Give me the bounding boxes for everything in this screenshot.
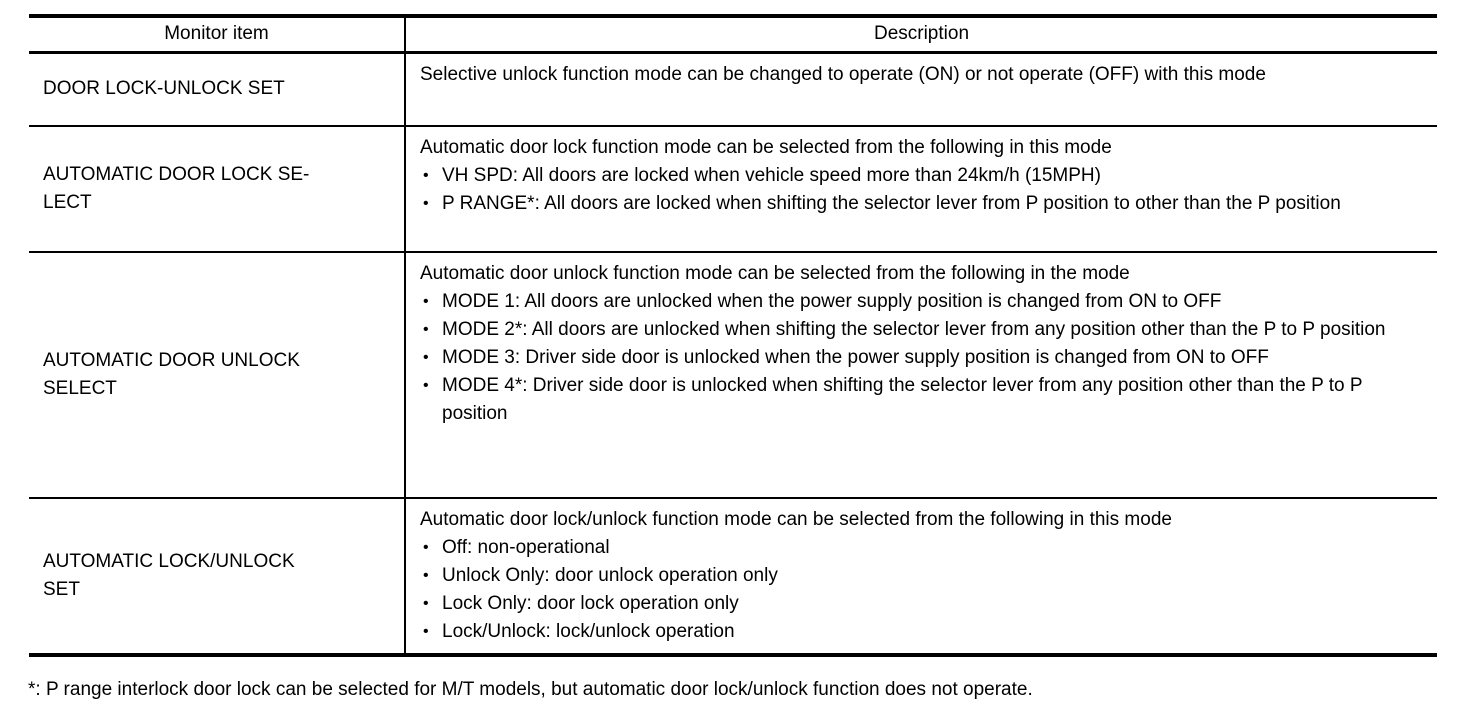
bullet-list: • VH SPD: All doors are locked when vehic… xyxy=(420,162,1425,218)
bullet-text: Lock/Unlock: lock/unlock operation xyxy=(442,621,735,642)
bullet-item: • Unlock Only: door unlock operation only xyxy=(420,562,1425,590)
header-description: Description xyxy=(405,16,1437,54)
bullet-item: • MODE 1: All doors are unlocked when the… xyxy=(420,288,1425,316)
description-cell: Selective unlock function mode can be ch… xyxy=(405,51,1437,126)
bullet-item: • P RANGE*: All doors are locked when shi… xyxy=(420,190,1425,218)
description-intro: Automatic door lock/unlock function mode… xyxy=(420,509,1172,530)
bullet-text: Lock Only: door lock operation only xyxy=(442,593,739,614)
table-body: DOOR LOCK-UNLOCK SET Selective unlock fu… xyxy=(29,51,1437,655)
table-row: AUTOMATIC DOOR LOCK SE- LECT Automatic d… xyxy=(29,125,1437,252)
bullet-list: • Off: non-operational • Unlock Only: door … xyxy=(420,534,1425,646)
bullet-item: • MODE 3: Driver side door is unlocked wh… xyxy=(420,344,1425,372)
bullet-icon: • xyxy=(423,349,429,366)
bullet-item: • MODE 2*: All doors are unlocked when sh… xyxy=(420,316,1425,344)
bullet-icon: • xyxy=(423,623,429,640)
bullet-text: P RANGE*: All doors are locked when shif… xyxy=(442,193,1341,214)
table-header: Monitor item Description xyxy=(29,16,1437,54)
bullet-text: MODE 2*: All doors are unlocked when shi… xyxy=(442,319,1386,340)
monitor-items-table: Monitor item Description DOOR LOCK-UNLOC… xyxy=(29,14,1437,657)
bullet-item: • Lock Only: door lock operation only xyxy=(420,590,1425,618)
header-monitor-item: Monitor item xyxy=(29,16,406,54)
table-row: AUTOMATIC DOOR UNLOCK SELECT Automatic d… xyxy=(29,251,1437,498)
bullet-text: Unlock Only: door unlock operation only xyxy=(442,565,778,586)
monitor-item-cell: AUTOMATIC LOCK/UNLOCK SET xyxy=(29,497,406,655)
bullet-icon: • xyxy=(423,293,429,310)
bullet-icon: • xyxy=(423,595,429,612)
description-cell: Automatic door lock function mode can be… xyxy=(405,125,1437,252)
header-row: Monitor item Description xyxy=(29,16,1437,54)
bullet-icon: • xyxy=(423,539,429,556)
description-intro: Automatic door unlock function mode can … xyxy=(420,263,1130,284)
table-row: DOOR LOCK-UNLOCK SET Selective unlock fu… xyxy=(29,51,1437,126)
monitor-item-cell: DOOR LOCK-UNLOCK SET xyxy=(29,51,406,126)
bullet-item: • VH SPD: All doors are locked when vehic… xyxy=(420,162,1425,190)
bullet-icon: • xyxy=(423,167,429,184)
bullet-item: • Off: non-operational xyxy=(420,534,1425,562)
bullet-list: • MODE 1: All doors are unlocked when the… xyxy=(420,288,1425,428)
bullet-item: • MODE 4*: Driver side door is unlocked w… xyxy=(420,372,1425,428)
monitor-item-cell: AUTOMATIC DOOR LOCK SE- LECT xyxy=(29,125,406,252)
description-cell: Automatic door unlock function mode can … xyxy=(405,251,1437,498)
bullet-text: MODE 4*: Driver side door is unlocked wh… xyxy=(442,375,1363,424)
description-cell: Automatic door lock/unlock function mode… xyxy=(405,497,1437,655)
table-row: AUTOMATIC LOCK/UNLOCK SET Automatic door… xyxy=(29,497,1437,655)
bullet-text: VH SPD: All doors are locked when vehicl… xyxy=(442,165,1101,186)
description-intro: Selective unlock function mode can be ch… xyxy=(420,63,1266,85)
bullet-text: MODE 1: All doors are unlocked when the … xyxy=(442,291,1222,312)
bullet-text: Off: non-operational xyxy=(442,537,610,558)
description-intro: Automatic door lock function mode can be… xyxy=(420,137,1112,158)
footnote: *: P range interlock door lock can be se… xyxy=(28,679,1033,700)
bullet-item: • Lock/Unlock: lock/unlock operation xyxy=(420,618,1425,646)
bullet-icon: • xyxy=(423,321,429,338)
bullet-text: MODE 3: Driver side door is unlocked whe… xyxy=(442,347,1269,368)
monitor-item-cell: AUTOMATIC DOOR UNLOCK SELECT xyxy=(29,251,406,498)
bullet-icon: • xyxy=(423,195,429,212)
bullet-icon: • xyxy=(423,567,429,584)
bullet-icon: • xyxy=(423,377,429,394)
